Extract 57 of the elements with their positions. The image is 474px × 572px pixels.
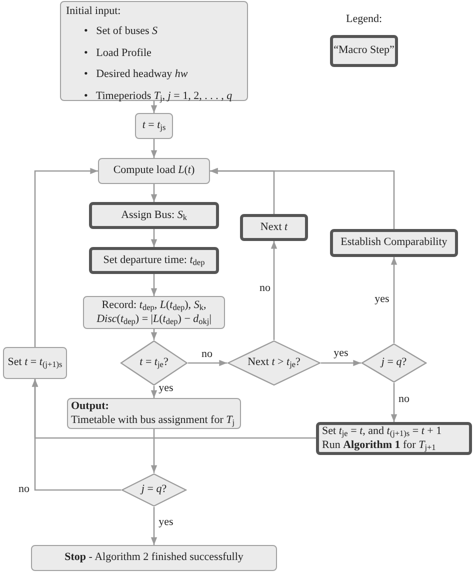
list-item: • Timeperiods T$_{j}$, j = 1, 2, . . . , q xyxy=(84,90,234,104)
decision-text: t = t$_{je}$? xyxy=(140,356,168,370)
process-box xyxy=(98,158,210,184)
decision-diamond xyxy=(361,343,427,383)
arrow xyxy=(150,386,158,398)
box-text: Establish Comparability xyxy=(340,236,448,250)
decision-diamond xyxy=(120,340,188,386)
arrow xyxy=(270,241,278,340)
arrow xyxy=(390,383,398,422)
decision-diamond xyxy=(121,473,187,507)
arrow xyxy=(150,139,158,158)
box-text: t = t$_{js}$ xyxy=(142,119,166,133)
arrow xyxy=(150,329,158,340)
list-item: • Set of buses S xyxy=(84,24,159,38)
arrow xyxy=(321,360,361,366)
arrow xyxy=(390,257,398,343)
macro-step-box xyxy=(316,422,472,455)
macro-step-box xyxy=(89,247,219,274)
box-text: Next t xyxy=(260,220,288,234)
arrow xyxy=(32,379,121,491)
arrow xyxy=(188,360,227,366)
macro-step-box xyxy=(240,214,308,241)
arrow xyxy=(150,274,158,296)
box-text: Assign Bus: S$_{k}$ xyxy=(121,208,187,222)
process-box xyxy=(135,113,173,139)
decision-text: j = q? xyxy=(381,356,407,370)
box-text: Run Algorithm 1 for T$_{j+1}$ xyxy=(322,438,436,452)
macro-step-box xyxy=(330,229,458,257)
arrow xyxy=(34,168,98,347)
box-text: Compute load L(t) xyxy=(113,164,195,178)
box-text: Timetable with bus assignment for T$_{j}$ xyxy=(71,414,235,428)
list-item: • Load Profile xyxy=(84,46,152,60)
decision-text: Next t > t$_{je}$? xyxy=(248,356,300,370)
box-heading: Initial input: xyxy=(66,5,122,19)
decision-diamond xyxy=(227,340,321,386)
process-box xyxy=(3,347,67,379)
box-text: Stop - Algorithm 2 finished successfully xyxy=(64,551,244,565)
arrow xyxy=(150,101,158,113)
box-text: Record: t$_{dep}$, L(t$_{dep}$), S$_{k}$, Disc(t$_{dep}$) = |L(t$_{dep}$) − d$_{okj}$| xyxy=(96,298,212,326)
decision-text: j = q? xyxy=(141,483,167,497)
process-box xyxy=(83,296,225,329)
box-heading: Output: xyxy=(71,400,109,414)
arrow xyxy=(150,229,158,247)
legend-text: “Macro Step” xyxy=(334,44,394,58)
arrow xyxy=(150,429,158,473)
list-item: • Desired headway hw xyxy=(84,68,189,82)
legend-title: Legend: xyxy=(344,13,384,27)
macro-step-box xyxy=(89,202,219,229)
box-text: Set t = t$_{(j+1)s}$ xyxy=(8,356,62,370)
process-box xyxy=(67,398,241,429)
box-heading: Set t$_{je}$ = t, and t$_{(j+1)s}$ = t + 1 xyxy=(322,424,442,438)
input-box xyxy=(60,1,248,101)
arrow xyxy=(150,184,158,202)
arrow xyxy=(150,507,158,545)
arrow xyxy=(210,168,395,229)
process-box xyxy=(31,545,277,571)
box-text: Set departure time: t$_{dep}$ xyxy=(103,254,205,268)
